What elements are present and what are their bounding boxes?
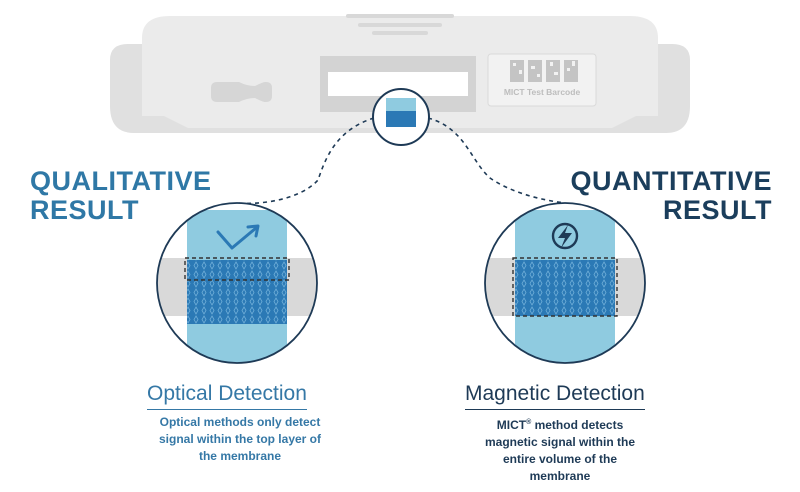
zoom-magnifier bbox=[372, 88, 430, 146]
test-cassette: MICT Test Barcode bbox=[110, 14, 690, 133]
connector-lines bbox=[236, 117, 566, 205]
magnetic-description-line2: magnetic signal within the bbox=[484, 435, 636, 449]
magnetic-description-line4: membrane bbox=[529, 469, 591, 483]
barcode-label: MICT Test Barcode bbox=[504, 87, 581, 97]
quantitative-heading-line1: QUANTITATIVE bbox=[570, 166, 772, 196]
check-arrow-icon bbox=[216, 224, 260, 250]
optical-description: Optical methods only detect signal withi… bbox=[140, 414, 340, 465]
optical-zoom-view bbox=[156, 202, 318, 364]
quantitative-result-heading: QUANTITATIVE RESULT bbox=[560, 167, 772, 225]
magnetic-description-line1: MICT® method detects bbox=[455, 414, 665, 434]
magnetic-description-line3: entire volume of the bbox=[502, 452, 618, 466]
registered-mark: ® bbox=[526, 419, 532, 426]
optical-description-line1: Optical methods only detect bbox=[159, 415, 321, 429]
magnetic-zoom-view bbox=[484, 202, 646, 364]
mict-name: MICT bbox=[496, 418, 527, 432]
barcode-graphic bbox=[510, 60, 578, 82]
optical-description-line2: signal within the top layer of bbox=[158, 432, 321, 446]
lightning-bolt-icon bbox=[551, 222, 579, 250]
vent-lines bbox=[346, 14, 454, 35]
qualitative-heading-line1: QUALITATIVE bbox=[30, 166, 212, 196]
optical-description-line3: the membrane bbox=[198, 449, 282, 463]
sample-well bbox=[211, 82, 272, 102]
qualitative-result-heading: QUALITATIVE RESULT bbox=[30, 167, 230, 225]
magnetic-description-line1-rest: method detects bbox=[531, 418, 624, 432]
magnetic-description: MICT® method detects magnetic signal wit… bbox=[455, 414, 665, 485]
optical-detection-title: Optical Detection bbox=[147, 381, 307, 410]
magnetic-detection-title: Magnetic Detection bbox=[465, 381, 645, 410]
qualitative-heading-line2: RESULT bbox=[30, 195, 139, 225]
quantitative-heading-line2: RESULT bbox=[663, 195, 772, 225]
